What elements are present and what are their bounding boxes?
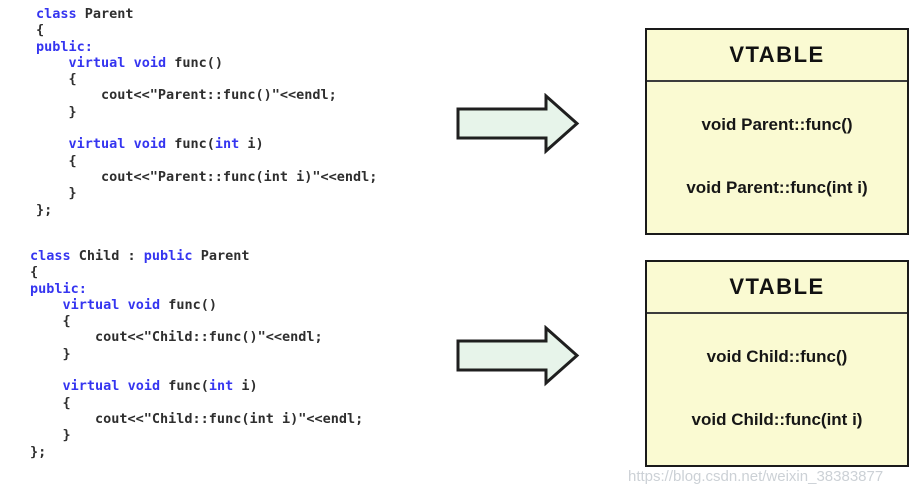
vtable-parent-entry-func-int: void Parent::func(int i) bbox=[686, 178, 868, 197]
vtable-child-box: VTABLE void Child::func() void Child::fu… bbox=[645, 260, 909, 467]
vtable-parent-title: VTABLE bbox=[647, 30, 907, 82]
watermark: https://blog.csdn.net/weixin_38383877 bbox=[628, 468, 884, 485]
vtable-parent-box: VTABLE void Parent::func() void Parent::… bbox=[645, 28, 909, 235]
vtable-child-entry-func: void Child::func() bbox=[706, 347, 848, 366]
parent-class-code: class Parent{public: virtual void func()… bbox=[36, 6, 378, 218]
vtable-child-title: VTABLE bbox=[647, 262, 907, 314]
vtable-child-entry-func-int: void Child::func(int i) bbox=[691, 410, 863, 429]
vtable-parent-entry-func: void Parent::func() bbox=[701, 115, 853, 134]
right-block-arrow-icon bbox=[456, 93, 580, 155]
right-block-arrow-icon bbox=[456, 325, 580, 387]
child-class-code: class Child : public Parent{public: virt… bbox=[30, 248, 364, 460]
